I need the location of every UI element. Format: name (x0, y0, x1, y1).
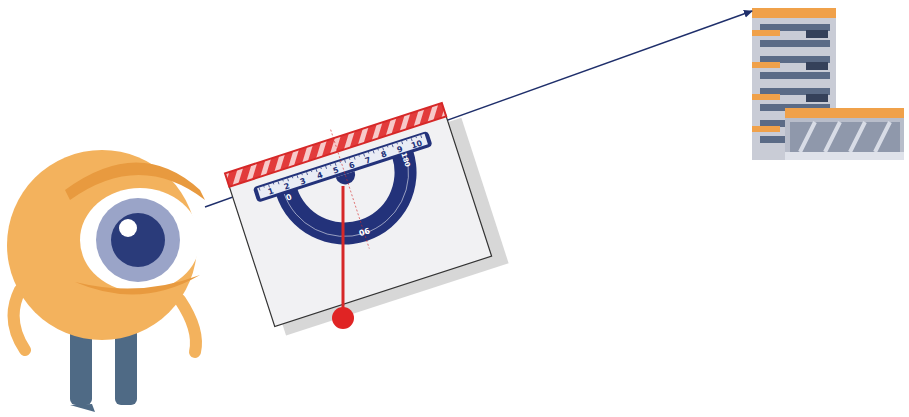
scale-tick (392, 144, 394, 147)
scale-tick (292, 177, 293, 178)
scale-tick (354, 157, 356, 160)
scale-tick (297, 175, 299, 178)
scale-tick (301, 174, 302, 175)
scale-tick (415, 137, 416, 138)
building (752, 8, 904, 160)
scale-tick (401, 141, 403, 144)
scale-tick (411, 138, 413, 141)
scale-tick (373, 151, 375, 154)
scale-tick (278, 181, 280, 184)
scale-tick (330, 164, 331, 165)
scale-tick (406, 140, 407, 141)
scale-tick (358, 155, 359, 156)
scale-tick (320, 168, 321, 169)
scale-tick (420, 135, 422, 138)
eye-character (7, 150, 205, 412)
scale-tick (396, 143, 397, 144)
scale-tick (311, 171, 312, 172)
scale-tick (306, 172, 308, 175)
scale-tick (282, 180, 283, 181)
clinometer (222, 90, 508, 338)
scale-tick (273, 183, 274, 184)
scale-tick (377, 149, 378, 150)
plumb-line (342, 186, 345, 310)
scale-tick (259, 188, 261, 191)
scale-tick (425, 134, 426, 135)
scale-tick (287, 178, 289, 181)
scale-tick (368, 152, 369, 153)
scale-tick (325, 166, 327, 169)
scale-number: 6 (348, 161, 356, 170)
scale-tick (344, 160, 346, 163)
scale-tick (363, 154, 365, 157)
plumb-bob (332, 307, 354, 329)
scale-tick (335, 163, 337, 166)
scale-tick (349, 158, 350, 159)
scale-tick (387, 146, 388, 147)
scale-tick (263, 186, 264, 187)
